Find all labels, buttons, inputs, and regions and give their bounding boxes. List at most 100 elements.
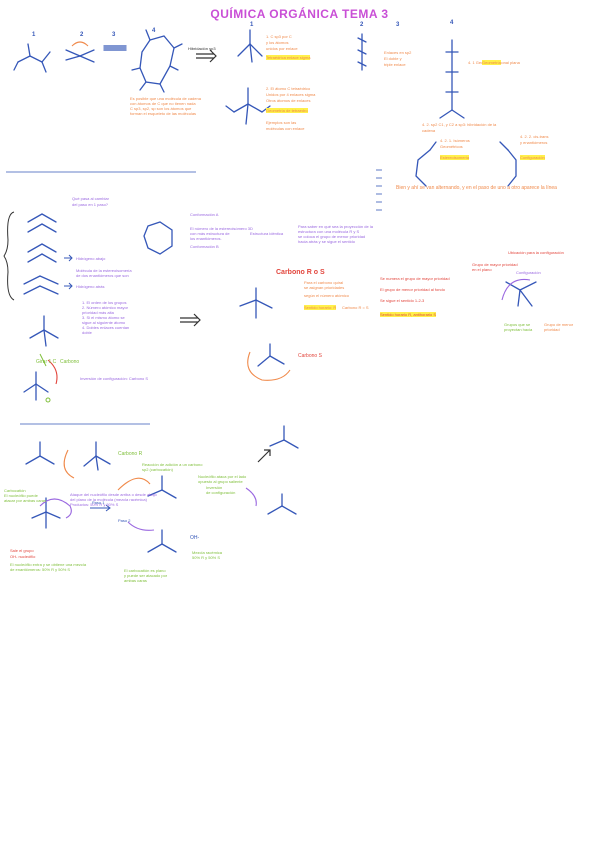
curved-arrow-orange-4	[117, 477, 151, 491]
far-right-red-b: en el plano	[472, 267, 492, 272]
highlight-config: Configuración	[520, 155, 545, 160]
right-note-3b: opuesto al grupo saliente	[198, 479, 243, 484]
far-right-orange-b: prioridad	[544, 327, 560, 332]
mid-note-c: los enantiómeros.	[190, 236, 222, 241]
note-1b: y los átomos	[266, 40, 289, 45]
list-e: sigue al siguiente átomo	[82, 320, 126, 325]
bottom-center-c: ambas caras	[124, 578, 147, 583]
mech-a: Reacción de adición a un carbono	[142, 462, 203, 467]
legend-3a: Sale el grupo	[10, 548, 34, 553]
question-a: Qué pasa al cambiar	[72, 196, 109, 201]
green-mark-1	[39, 353, 47, 367]
bottom-right-a: Mezcla racémica	[192, 550, 223, 555]
far-right-purple: Configuración	[516, 270, 541, 275]
curved-arrow-purple-1	[39, 498, 72, 519]
note-sp-a: 4. 2. sp2 C1, y C2 a sp3: hibridación de…	[422, 122, 497, 127]
mech-b: sp2 (carbocatión)	[142, 467, 173, 472]
col3-b: El doble y	[384, 56, 402, 61]
note-2b: Unidos por 4 enlaces sigma	[266, 92, 316, 97]
page-title: QUÍMICA ORGÁNICA TEMA 3	[210, 7, 389, 21]
step1-label: Paso 1	[92, 500, 105, 505]
note-sp-e: 4. 2. 2. cis-trans	[520, 134, 549, 139]
note-1c: unidos por enlace	[266, 46, 298, 51]
rs-note-b: se asignan prioridades	[304, 285, 345, 290]
label-num-1: 1	[32, 32, 36, 38]
section2-ring-sketch	[143, 221, 173, 255]
right-note-d: hacia atrás y se sigue el sentido	[298, 239, 355, 244]
section3-product-r-sketch	[83, 441, 111, 471]
legend-3b: OH- nucleófilo	[10, 554, 36, 559]
arrow-note: Hibridación sp3	[188, 46, 216, 51]
curved-arrow-orange-2	[247, 351, 291, 381]
highlight-stereo: Estereoisomería	[440, 155, 470, 160]
right-note-a: Para saber en qué sea la proyección de l…	[298, 224, 373, 229]
note-sp-b: cadena	[422, 128, 436, 133]
curved-arrow-orange-3	[63, 449, 75, 479]
small-arrow-1	[64, 254, 73, 262]
chiral-carbon-far-right-sketch	[505, 281, 537, 307]
molecule-2-sketch	[65, 49, 95, 63]
molecule-3-sketch	[103, 45, 127, 51]
rotation-note: Inversión de configuración: Carbono S	[80, 376, 149, 381]
col3-c: triple enlace	[384, 62, 406, 67]
col3-a: Enlaces en sp2	[384, 50, 412, 55]
list-b: 2. Número atómico mayor	[82, 305, 129, 310]
section2-molecule-a-sketch	[27, 213, 57, 233]
right-note-3a: Nucleófilo ataca por el lado	[198, 474, 247, 479]
left-note-b: El nucleófilo puede	[4, 493, 38, 498]
rs-note-a: Para el carbono quiral	[304, 280, 344, 285]
section3-intermediate-sketch	[147, 475, 177, 499]
legend-c: Se sigue el sentido 1-2-3	[380, 298, 425, 303]
reaction-arrow-1	[196, 49, 217, 63]
section3-plane-sketch	[147, 529, 177, 553]
note-2a: 2. El átomo C tetraédrico	[266, 86, 311, 91]
note-2-highlight: Geometría de tetraedro	[266, 108, 308, 113]
note-sp-c: 4. 2. 1. Isómeros	[440, 138, 470, 143]
section2-molecule-b-sketch	[27, 243, 57, 263]
molecule-1-sketch	[13, 43, 51, 73]
purple-note-b: de dos enantiómeros que son	[76, 273, 129, 278]
conformation-a: Conformación A	[190, 212, 219, 217]
orange-statement: Bien y ahí se van alternando, y en el pa…	[396, 185, 557, 191]
note-2c: Otros átomos de enlaces	[266, 98, 311, 103]
note-left-c: C sp3, sp2, sp son los átomos que	[130, 106, 192, 111]
bottom-left-rotated-sketch	[23, 371, 49, 401]
far-right-red-a: Grupo de mayor prioridad	[472, 262, 518, 267]
curved-arrow-purple-4	[245, 487, 257, 507]
left-note-a: Carbocatión	[4, 488, 26, 493]
legend-3d: de enantiómeros: 50% R y 50% S	[10, 567, 71, 572]
section3-final-sketch	[267, 493, 297, 515]
mid-note-b: con más estructura de	[190, 231, 230, 236]
note-3a: Ejemplos son las	[266, 120, 297, 125]
conformation-b: Conformación B	[190, 244, 219, 249]
green-dot	[45, 397, 51, 403]
rs-highlight: Sentido horario: R	[304, 305, 337, 310]
note-left-b: con átomos de C que no tienen nada	[130, 101, 196, 106]
rs-note-d: Carbono R = S	[342, 305, 369, 310]
label-num-2: 2	[80, 32, 84, 38]
carbon-s-label: Carbono S	[298, 353, 322, 359]
section3-carbocation-sketch	[25, 441, 55, 465]
curved-arrow-red	[47, 359, 58, 385]
label-num-4: 4	[152, 28, 156, 34]
bottom-left-b: Carbono	[60, 359, 80, 365]
label-num-3: 3	[112, 32, 116, 38]
note-left-d: forman el esqueleto de las moléculas	[130, 111, 197, 116]
reaction-arrow-4	[90, 504, 111, 512]
tetrahedral-carbon-sketch	[237, 29, 263, 63]
curved-arrow-purple-2	[501, 278, 531, 301]
far-right-green-a: Grupos que se	[504, 322, 531, 327]
bottom-center-b: y puede ser atacado por	[124, 573, 168, 578]
chiral-carbon-mid-sketch	[239, 287, 273, 319]
right-note-c: se coloca el grupo de menor prioridad	[298, 234, 366, 239]
curved-arrow-purple-3	[127, 521, 155, 531]
step2-label: Paso 2	[118, 518, 131, 523]
bottom-center-a: El carbocatión es plano	[124, 568, 166, 573]
chiral-carbon-rotated-sketch	[257, 343, 285, 367]
list-c: prioridad más alta	[82, 310, 114, 315]
curved-arrow-orange-1	[71, 41, 89, 47]
label-num-6: 2	[360, 22, 364, 28]
legend-d: Sentido horario R, antihorario S	[380, 312, 437, 317]
right-note-b: estructura con una molécula R y S	[298, 229, 360, 234]
